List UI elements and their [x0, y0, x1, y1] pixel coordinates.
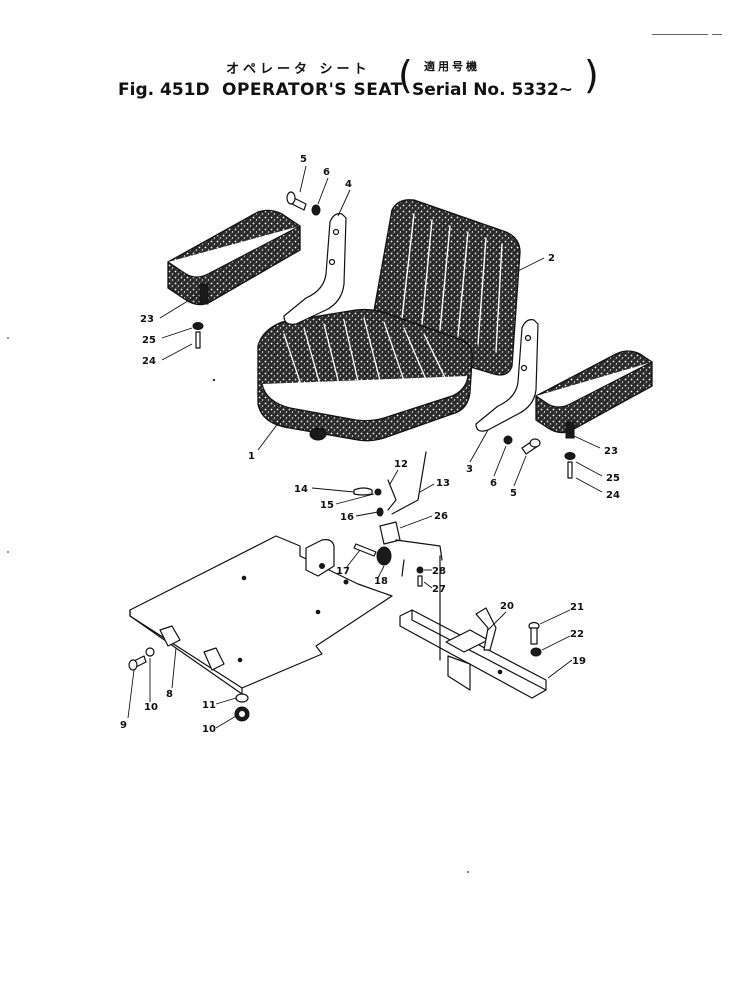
callout-25: 25 — [142, 335, 156, 346]
callout-6: 6 — [323, 167, 330, 178]
callout-20: 20 — [500, 601, 514, 612]
seat-cushion — [257, 308, 473, 442]
callout-1: 1 — [248, 451, 255, 462]
callout-18: 18 — [374, 576, 388, 587]
callout-25: 25 — [606, 473, 620, 484]
callout-5: 5 — [300, 154, 307, 165]
header-rule — [652, 34, 708, 35]
callout-13: 13 — [436, 478, 450, 489]
fasteners-upper — [192, 191, 576, 479]
callout-15: 15 — [320, 500, 334, 511]
callout-2: 2 — [548, 253, 555, 264]
armrest-right — [535, 350, 653, 439]
leader-lines — [127, 165, 603, 729]
callout-7: 8 — [166, 689, 173, 700]
serial-paren-open: ( — [398, 53, 413, 97]
callout-24: 24 — [142, 356, 156, 367]
callout-6: 6 — [490, 478, 497, 489]
callout-9: 10 — [144, 702, 158, 713]
arm-bracket-right — [475, 319, 539, 432]
serial-japanese: 適用号機 — [424, 60, 480, 73]
callout-23: 23 — [140, 314, 154, 325]
callout-23: 23 — [604, 446, 618, 457]
callout-3: 3 — [466, 464, 473, 475]
callout-4: 4 — [345, 179, 352, 190]
callout-17: 17 — [336, 566, 350, 577]
figure-number: Fig. 451D — [118, 80, 210, 100]
callout-27: 27 — [432, 584, 446, 595]
callout-11: 11 — [202, 700, 216, 711]
serial-range: Serial No. 5332~ — [412, 80, 574, 100]
header-rule-end — [712, 34, 722, 35]
callout-14: 14 — [294, 484, 308, 495]
seat-rail — [399, 555, 547, 699]
serial-paren-close: ) — [584, 53, 599, 97]
callout-5: 5 — [510, 488, 517, 499]
adjust-lever-assembly — [353, 451, 443, 587]
title-japanese: オペレータ シート — [226, 62, 371, 77]
callout-16: 16 — [340, 512, 354, 523]
callout-21: 21 — [570, 602, 584, 613]
callout-24: 24 — [606, 490, 620, 501]
armrest-left — [167, 209, 301, 306]
callout-19: 19 — [572, 656, 586, 667]
callout-labels: 5 6 4 2 23 25 24 1 3 6 5 23 25 24 12 13 … — [120, 154, 620, 735]
base-fasteners — [128, 647, 250, 722]
scan-specks — [7, 337, 469, 873]
callout-10: 10 — [202, 724, 216, 735]
base-plate — [129, 535, 393, 695]
callout-22: 22 — [570, 629, 584, 640]
callout-26: 26 — [434, 511, 448, 522]
callout-8: 9 — [120, 720, 127, 731]
callout-12: 12 — [394, 459, 408, 470]
callout-28: 28 — [432, 566, 446, 577]
rail-fasteners — [528, 621, 542, 657]
title-english: OPERATOR'S SEAT — [222, 80, 403, 100]
